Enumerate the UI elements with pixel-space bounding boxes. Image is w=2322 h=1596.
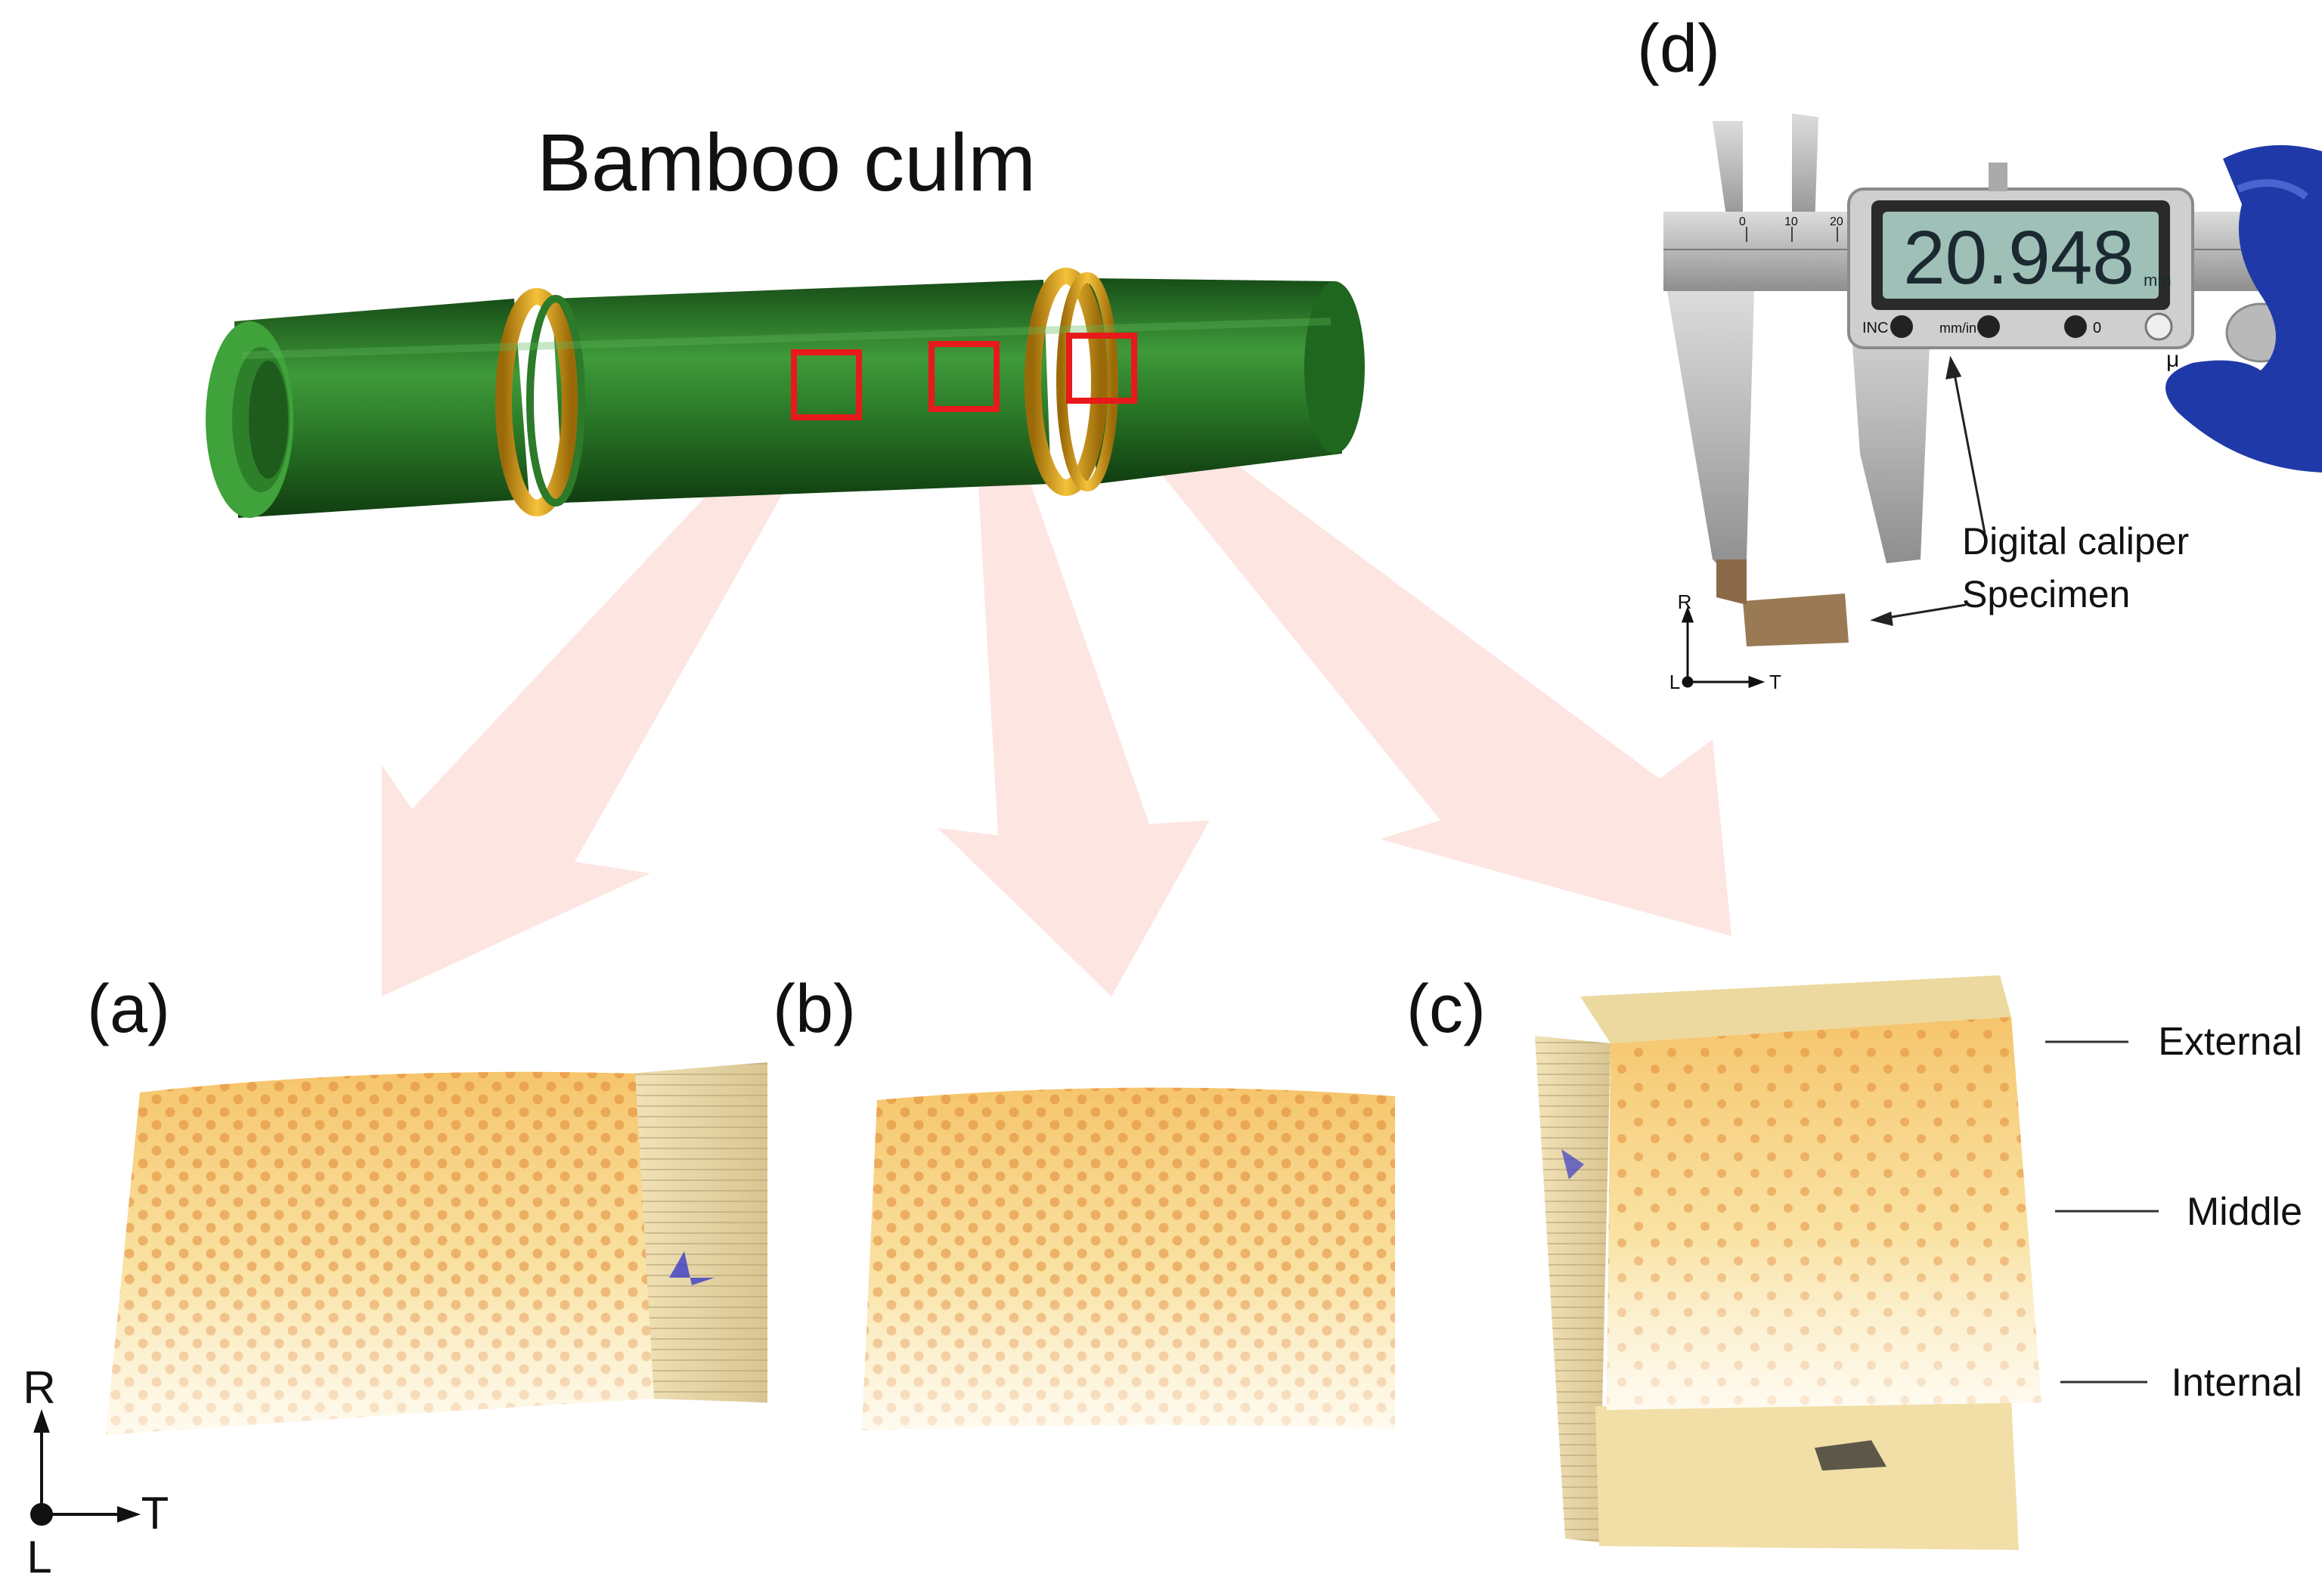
- culm-title: Bamboo culm: [537, 116, 1036, 208]
- power-label: 0: [2093, 320, 2101, 336]
- arrow-to-a: [382, 435, 805, 996]
- axis-label-r: R: [23, 1362, 55, 1413]
- node-ring-right: [1025, 268, 1108, 496]
- panel-label-d: (d): [1637, 11, 1720, 87]
- layer-callouts: [2045, 1040, 2159, 1384]
- label-digital-caliper: Digital caliper: [1962, 520, 2189, 562]
- arrow-to-c: [1127, 408, 1731, 936]
- power-button: [2064, 315, 2087, 338]
- label-external: External: [2158, 1020, 2302, 1064]
- specimen-c: [1535, 975, 2041, 1550]
- specimen-b: [862, 1087, 1395, 1430]
- arrow-to-b: [938, 423, 1210, 996]
- bamboo-culm: [206, 268, 1365, 518]
- panel-label-c: (c): [1406, 972, 1486, 1047]
- axis-label-l: L: [26, 1532, 51, 1582]
- label-internal: Internal: [2172, 1361, 2302, 1405]
- specimen-a: [106, 1062, 767, 1435]
- sample-box-b: [928, 341, 1000, 412]
- scale-label-10: 10: [1784, 215, 1798, 228]
- caliper-specimen: [1743, 593, 1849, 646]
- label-middle: Middle: [2187, 1190, 2302, 1234]
- caliper-reading: 20.948: [1903, 215, 2134, 300]
- selection-arrows: [382, 408, 1731, 996]
- inc-button: [1890, 315, 1913, 338]
- panel-label-a: (a): [87, 972, 170, 1047]
- sampling-boxes: [791, 333, 1137, 420]
- caliper-unit: mm: [2144, 271, 2172, 290]
- scale-label-0: 0: [1739, 215, 1746, 228]
- inc-label: INC: [1862, 320, 1888, 336]
- axis-label-t: T: [141, 1488, 169, 1539]
- sample-box-a: [791, 349, 862, 420]
- axes-caliper: [1681, 606, 1766, 689]
- mm-in-button: [1977, 315, 2000, 338]
- sample-box-c: [1066, 333, 1137, 404]
- scale-label-20: 20: [1830, 215, 1843, 228]
- mm-in-label: mm/in: [1939, 321, 1976, 336]
- caliper-axis-t: T: [1769, 671, 1781, 693]
- caliper-axis-l: L: [1669, 671, 1680, 693]
- caliper-callout-lines: [1870, 355, 1986, 626]
- caliper-axis-r: R: [1678, 590, 1692, 613]
- mu-mark: μ: [2166, 347, 2179, 372]
- gloved-hand: [2165, 145, 2322, 473]
- label-specimen: Specimen: [1962, 573, 2130, 615]
- node-ring-left: [495, 288, 578, 516]
- axes-bottom: [30, 1409, 141, 1526]
- caliper-photo: 20.948 mm INC mm/in 0 μ 0 10 20 100: [1663, 113, 2322, 646]
- panel-label-b: (b): [773, 972, 856, 1047]
